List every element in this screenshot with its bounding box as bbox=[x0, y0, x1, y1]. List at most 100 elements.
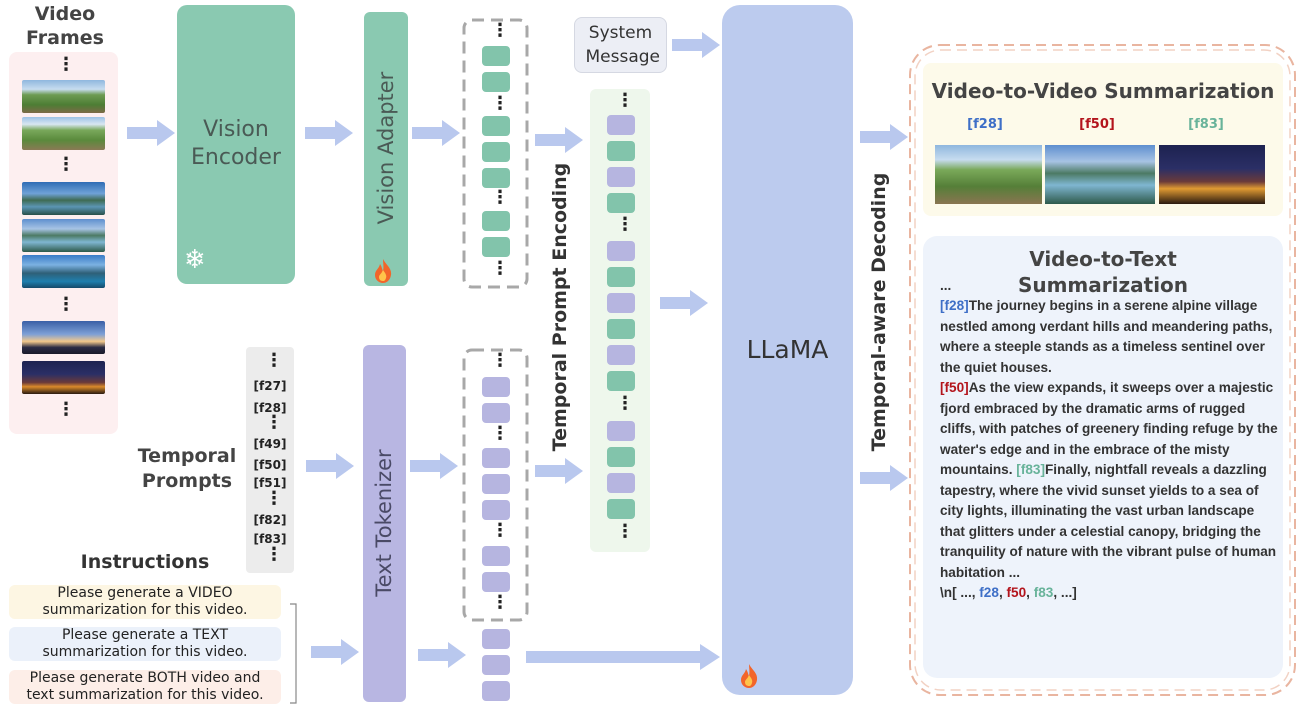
temporal-prompts-title: Temporal Prompts bbox=[137, 445, 237, 492]
merged-token bbox=[607, 319, 635, 339]
merged-token bbox=[607, 473, 635, 493]
v2t-title-line1: Video-to-Text bbox=[1029, 247, 1177, 271]
arrow-prompts-to-tokenizer bbox=[306, 453, 354, 479]
merged-token bbox=[607, 193, 635, 213]
frame-fjord-1 bbox=[22, 182, 105, 215]
video-tokens-ellipsis bbox=[491, 193, 509, 203]
text-token bbox=[482, 500, 510, 520]
frames-ellipsis bbox=[57, 300, 75, 310]
text-token bbox=[482, 377, 510, 397]
video-token bbox=[482, 142, 510, 162]
arrow-system-to-llama bbox=[672, 32, 720, 58]
frame-alpine-2 bbox=[22, 117, 105, 150]
frames-ellipsis bbox=[57, 160, 75, 170]
v2t-tag-f28: [f28] bbox=[940, 298, 969, 313]
frame-fjord-3 bbox=[22, 255, 105, 288]
arrow-text-tokens-to-merged bbox=[535, 458, 583, 484]
frame-alpine-1 bbox=[22, 80, 105, 113]
text-token bbox=[482, 572, 510, 592]
v2t-panel bbox=[923, 236, 1283, 678]
merged-tokens-ellipsis bbox=[616, 527, 634, 537]
video-tokens-ellipsis bbox=[491, 26, 509, 36]
video-token bbox=[482, 46, 510, 66]
instruction-line: summarization for this video. bbox=[42, 644, 248, 660]
temporal-prompt-encoding-label: Temporal Prompt Encoding bbox=[549, 162, 571, 452]
merged-token bbox=[607, 115, 635, 135]
instruction-text: Please generate a TEXT summarization for… bbox=[9, 627, 281, 661]
merged-tokens-ellipsis bbox=[616, 96, 634, 106]
vision-encoder-label: Vision Encoder bbox=[191, 117, 281, 170]
v2t-title: Video-to-Text Summarization bbox=[923, 246, 1283, 298]
v2v-tag-f83: [f83] bbox=[1188, 117, 1224, 132]
text-tokens-ellipsis bbox=[491, 429, 509, 439]
arrow-llama-to-v2t bbox=[860, 465, 908, 491]
arrow-instructions-to-tokenizer bbox=[311, 639, 359, 665]
instruction-line: Please generate a VIDEO bbox=[57, 585, 233, 601]
merged-token bbox=[607, 293, 635, 313]
arrow-llama-to-v2v bbox=[860, 124, 908, 150]
vision-adapter-block bbox=[364, 12, 408, 286]
arrow-instr-tokens-to-llama bbox=[526, 644, 720, 670]
instructions-title: Instructions bbox=[80, 551, 210, 573]
temporal-prompts-panel bbox=[246, 347, 294, 573]
v2t-body: [f28]The journey begins in a serene alpi… bbox=[940, 296, 1278, 604]
temporal-prompt-item: [f83] bbox=[253, 532, 287, 546]
llama-block bbox=[722, 5, 853, 695]
text-tokens-ellipsis bbox=[491, 598, 509, 608]
system-message-label: System Message bbox=[585, 23, 661, 67]
v2v-tag-f50: [f50] bbox=[1079, 117, 1115, 132]
merged-token bbox=[607, 447, 635, 467]
v2t-tag-f50: [f50] bbox=[940, 380, 969, 395]
arrow-merged-to-llama bbox=[660, 290, 708, 316]
arrow-tokenizer-to-tokens bbox=[410, 453, 458, 479]
video-frames-title: Video Frames bbox=[26, 3, 104, 49]
prompts-ellipsis bbox=[265, 356, 283, 366]
text-tokenizer-block bbox=[363, 345, 406, 702]
frame-sunset bbox=[22, 321, 105, 354]
video-tokens-ellipsis bbox=[491, 99, 509, 109]
v2v-frame-alpine bbox=[935, 145, 1042, 204]
frames-ellipsis bbox=[57, 60, 75, 70]
v2v-tag-f28: [f28] bbox=[967, 117, 1003, 132]
prompts-ellipsis bbox=[265, 550, 283, 560]
v2v-title: Video-to-Video Summarization bbox=[931, 79, 1275, 103]
v2t-segment-2: As the view expands, it sweeps over a ma… bbox=[940, 380, 1278, 477]
text-token bbox=[482, 546, 510, 566]
v2t-final-f50: f50 bbox=[1006, 585, 1027, 600]
merged-token bbox=[607, 499, 635, 519]
llama-label: LLaMA bbox=[746, 335, 829, 364]
temporal-prompt-item: [f49] bbox=[253, 437, 287, 451]
instruction-line: Please generate BOTH video and bbox=[29, 670, 261, 686]
merged-token bbox=[607, 167, 635, 187]
v2t-final-suffix: , ...] bbox=[1053, 585, 1077, 600]
temporal-prompt-item: [f51] bbox=[253, 476, 287, 490]
v2t-tag-f83: [f83] bbox=[1016, 462, 1045, 477]
snowflake-icon: ❄ bbox=[184, 245, 206, 275]
v2t-final-sep: , bbox=[1026, 585, 1030, 600]
v2t-ellipsis: ... bbox=[940, 278, 952, 293]
merged-token bbox=[607, 345, 635, 365]
merged-token bbox=[607, 241, 635, 261]
v2v-frame-fjord bbox=[1045, 145, 1155, 204]
instruction-line: text summarization for this video. bbox=[26, 687, 264, 703]
text-token bbox=[482, 403, 510, 423]
merged-token bbox=[607, 267, 635, 287]
vision-adapter-label: Vision Adapter bbox=[374, 71, 398, 225]
frame-fjord-2 bbox=[22, 219, 105, 252]
merged-token bbox=[607, 371, 635, 391]
v2t-final-prefix: \n[ ..., bbox=[940, 585, 976, 600]
video-token bbox=[482, 237, 510, 257]
arrow-frames-to-encoder bbox=[127, 120, 175, 146]
v2t-segment-1: The journey begins in a serene alpine vi… bbox=[940, 298, 1273, 375]
arrow-tokenizer-to-instr-tokens bbox=[418, 642, 466, 668]
video-token bbox=[482, 116, 510, 136]
vision-encoder-block bbox=[177, 5, 295, 284]
instruction-video: Please generate a VIDEO summarization fo… bbox=[9, 585, 281, 619]
merged-token bbox=[607, 421, 635, 441]
v2t-segment-3: Finally, nightfall reveals a dazzling ta… bbox=[940, 462, 1277, 580]
text-tokenizer-label: Text Tokenizer bbox=[372, 449, 396, 597]
video-token bbox=[482, 168, 510, 188]
merged-tokens-ellipsis bbox=[616, 399, 634, 409]
instruction-line: summarization for this video. bbox=[42, 602, 248, 618]
v2t-final-f83: f83 bbox=[1033, 585, 1054, 600]
